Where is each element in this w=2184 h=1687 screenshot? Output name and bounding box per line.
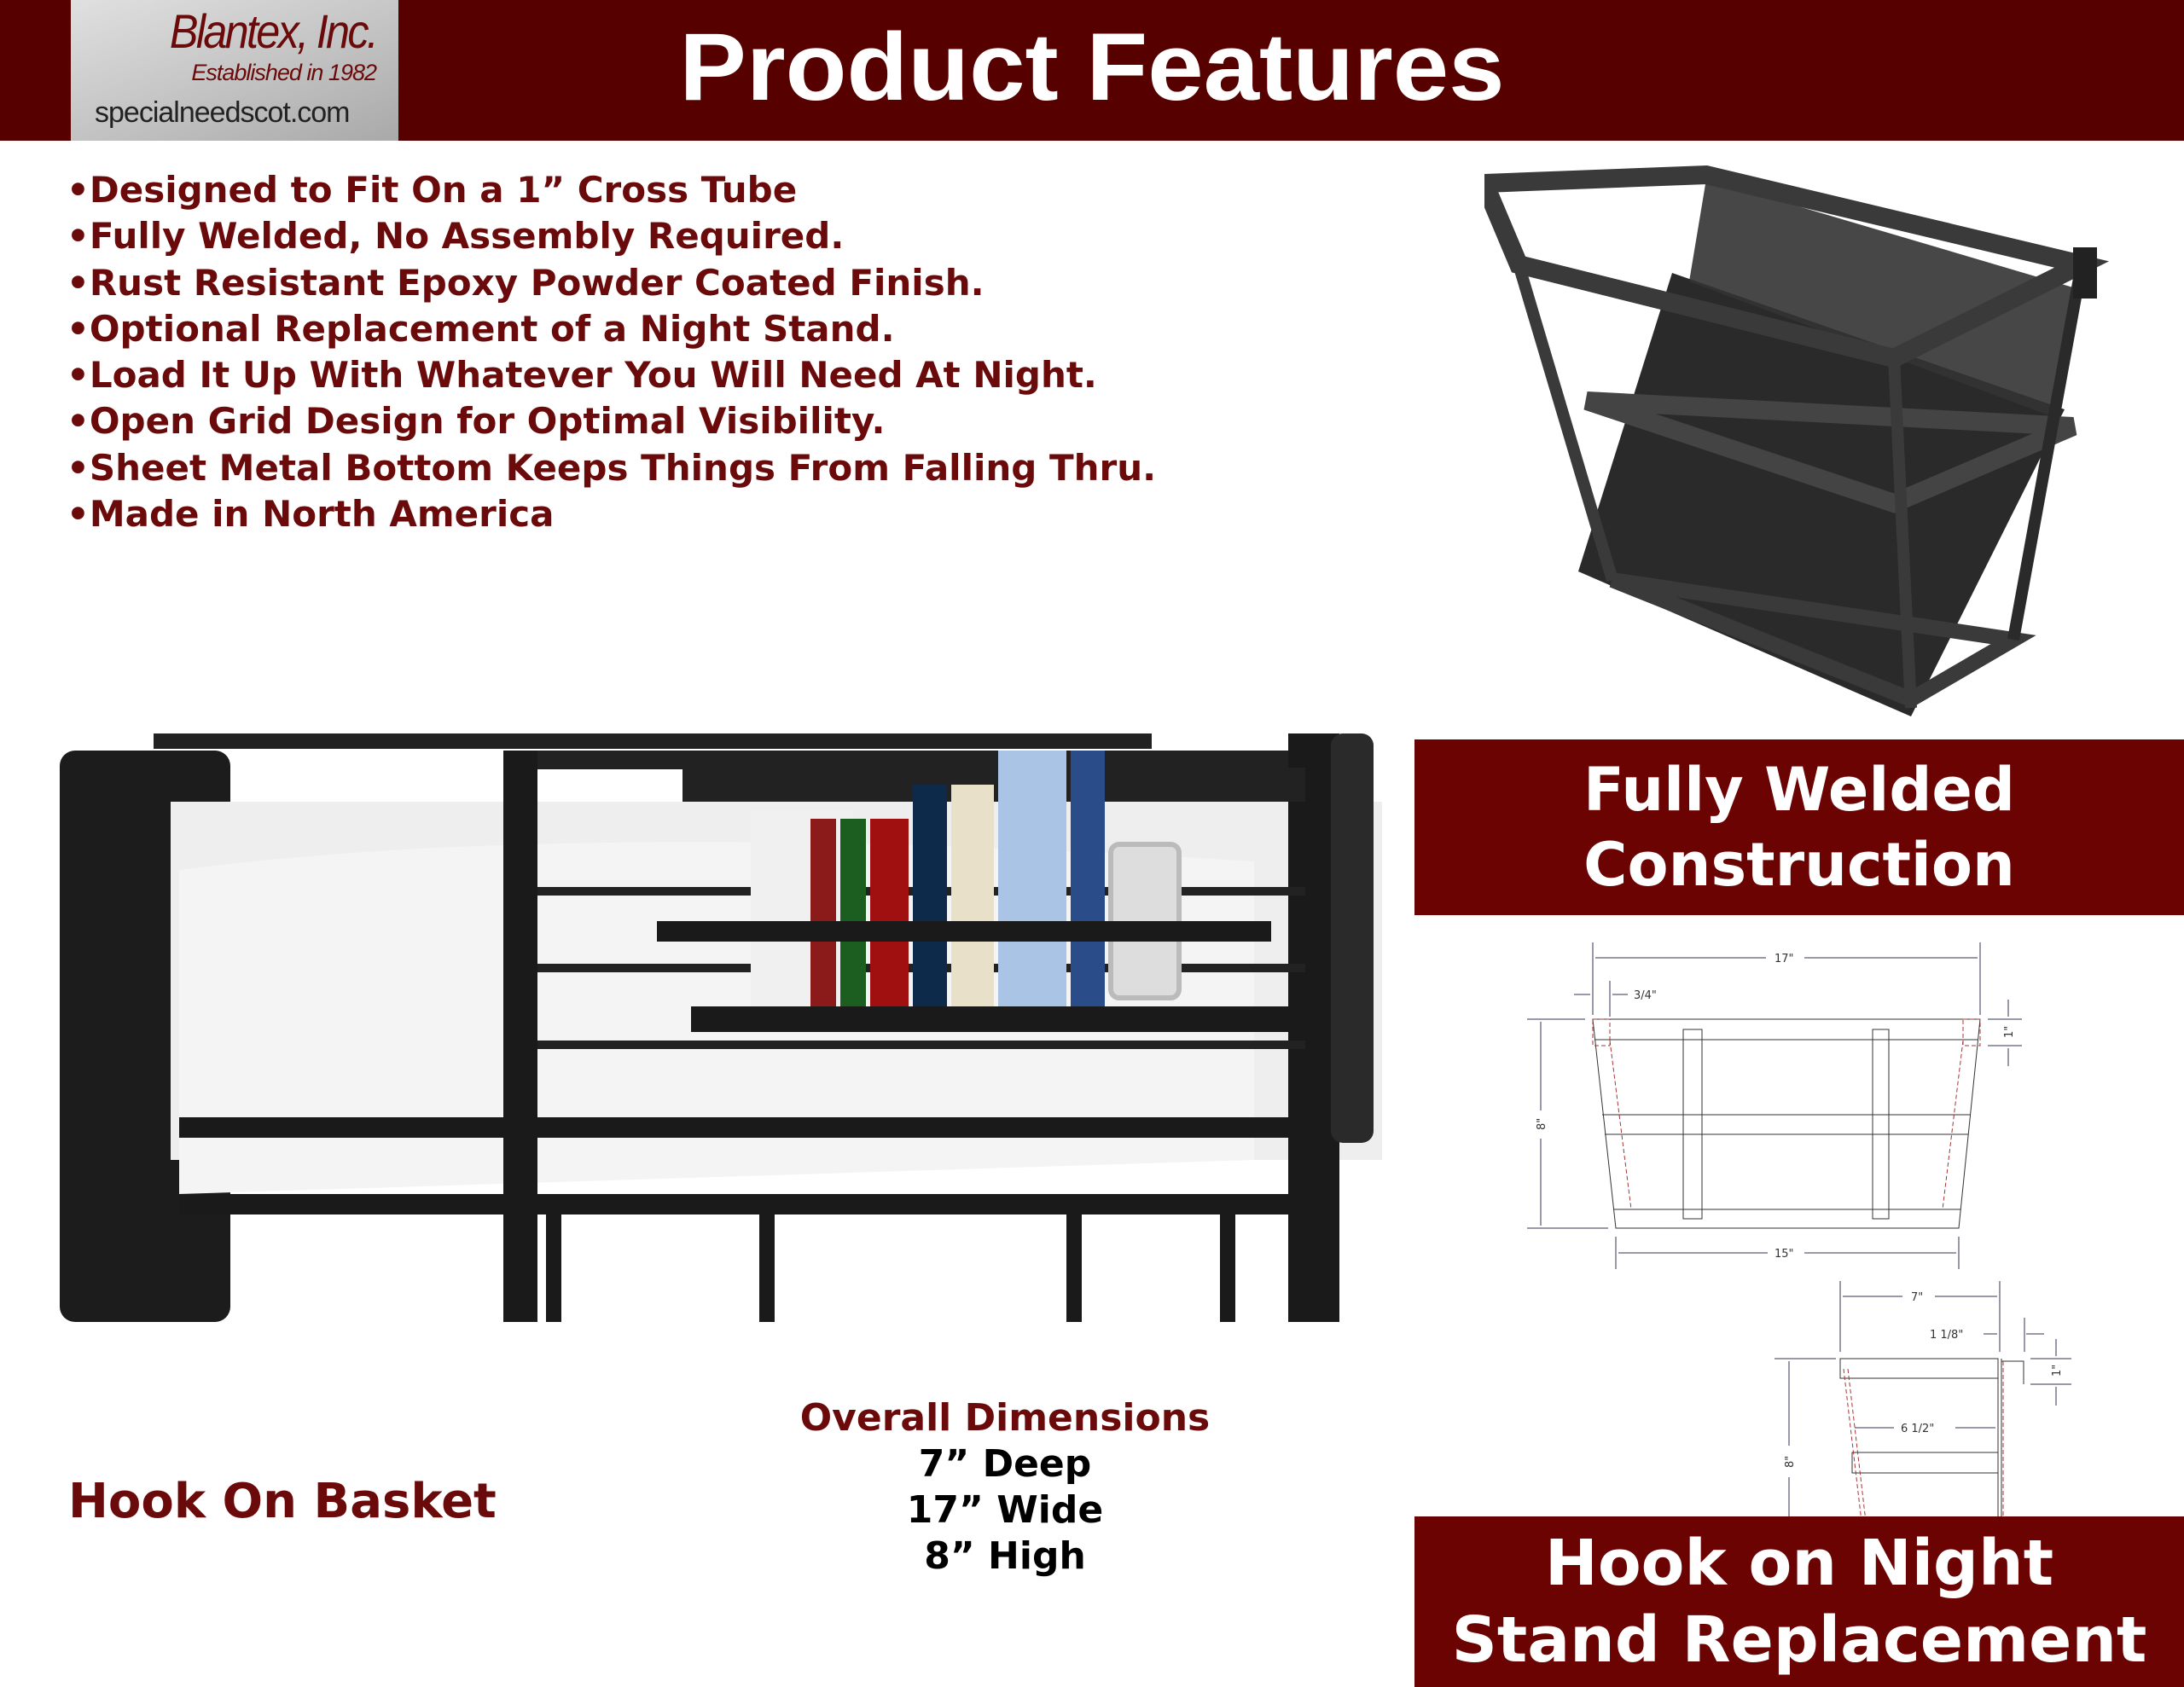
banner-hook-night-stand: Hook on Night Stand Replacement [1414, 1516, 2184, 1687]
feature-item: •Sheet Metal Bottom Keeps Things From Fa… [67, 446, 1157, 489]
feature-item: •Designed to Fit On a 1” Cross Tube [67, 169, 798, 211]
banner-line: Construction [1583, 830, 2015, 900]
dim-rim: 1" [2003, 1026, 2016, 1038]
dimension-drawing: 17" 3/4" 8" 15" 1" 7" 1 1/8" 1" 6 1/2" 6… [1527, 942, 2071, 1518]
bed-photo [60, 733, 1382, 1322]
company-logo: Blantex, Inc. Established in 1982 specia… [71, 0, 398, 141]
dim-middle: 6 1/2" [1901, 1423, 1934, 1435]
feature-item: •Load It Up With Whatever You Will Need … [67, 354, 1097, 397]
dim-depth: 7" [1911, 1291, 1923, 1304]
feature-item: •Made in North America [67, 493, 555, 536]
dim-inset: 3/4" [1634, 989, 1657, 1002]
header-bar: Blantex, Inc. Established in 1982 specia… [0, 0, 2184, 141]
dim-hook-height: 1" [2051, 1365, 2064, 1377]
photo-caption: Hook On Basket [68, 1474, 497, 1529]
basket-photo [1484, 165, 2109, 716]
feature-item: •Rust Resistant Epoxy Powder Coated Fini… [67, 261, 985, 304]
dim-front-height: 8" [1536, 1118, 1548, 1130]
logo-company-name: Blantex, Inc. [169, 4, 379, 58]
banner-line: Fully Welded [1583, 755, 2016, 825]
feature-item: •Optional Replacement of a Night Stand. [67, 307, 895, 350]
dimensions-heading: Overall Dimensions [799, 1396, 1211, 1440]
overall-dimensions: Overall Dimensions 7” Deep 17” Wide 8” H… [749, 1395, 1261, 1580]
dimension-deep: 7” Deep [918, 1442, 1092, 1486]
dim-bottom-width: 15" [1774, 1248, 1794, 1261]
page-title: Product Features [679, 14, 1505, 120]
dim-hook: 1 1/8" [1930, 1329, 1963, 1342]
banner-line: Hook on Night [1544, 1527, 2054, 1600]
feature-list: •Designed to Fit On a 1” Cross Tube •Ful… [67, 167, 1156, 537]
dimension-high: 8” High [924, 1534, 1086, 1578]
feature-item: •Fully Welded, No Assembly Required. [67, 215, 845, 258]
banner-line: Stand Replacement [1451, 1603, 2147, 1677]
dim-side-height: 8" [1784, 1456, 1797, 1468]
feature-item: •Open Grid Design for Optimal Visibility… [67, 400, 886, 443]
logo-website: specialneedscot.com [95, 96, 351, 129]
dim-top-width: 17" [1774, 953, 1794, 965]
dimension-wide: 17” Wide [906, 1488, 1104, 1532]
banner-fully-welded: Fully Welded Construction [1414, 739, 2184, 915]
logo-established: Established in 1982 [191, 60, 377, 85]
